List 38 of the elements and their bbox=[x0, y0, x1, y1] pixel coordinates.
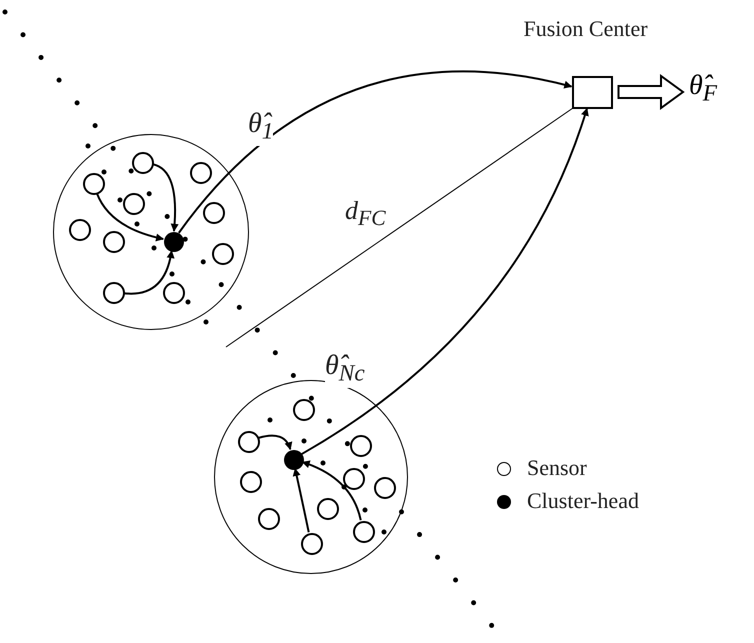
arrow bbox=[302, 460, 362, 520]
sensor-circle bbox=[353, 521, 375, 543]
sensor-circle bbox=[238, 431, 260, 453]
arrow bbox=[292, 468, 310, 532]
arrow bbox=[301, 108, 588, 455]
cluster-circle bbox=[214, 380, 408, 574]
cluster-head-dot bbox=[164, 232, 184, 252]
legend-text: Cluster-head bbox=[527, 488, 639, 514]
estimate-symbol: θ̂$_{F}$ bbox=[689, 69, 737, 103]
sensor-circle bbox=[103, 282, 125, 304]
sensor-circle bbox=[374, 477, 396, 499]
sensor-circle bbox=[190, 162, 212, 184]
sensor-circle bbox=[350, 435, 372, 457]
sensor-circle bbox=[132, 152, 154, 174]
sensor-circle bbox=[258, 508, 280, 530]
sensor-circle bbox=[212, 243, 234, 265]
node-heading: Fusion Center bbox=[524, 16, 648, 42]
cluster-head-dot bbox=[284, 450, 304, 470]
sensor-circle bbox=[293, 399, 315, 421]
legend-text: Sensor bbox=[527, 455, 587, 481]
sensor-circle bbox=[103, 231, 125, 253]
arrow bbox=[124, 250, 174, 295]
sensor-circle bbox=[301, 533, 323, 555]
sensor-circle bbox=[83, 173, 105, 195]
arrow bbox=[258, 434, 292, 450]
sensor-circle bbox=[240, 471, 262, 493]
cluster-circle bbox=[53, 134, 249, 330]
distance-label: d$_{FC}$ bbox=[345, 196, 386, 232]
sensor-circle bbox=[203, 202, 225, 224]
arrow bbox=[152, 163, 179, 232]
sensor-circle bbox=[317, 498, 339, 520]
sensor-circle bbox=[343, 468, 365, 490]
sensor-circle bbox=[123, 193, 145, 215]
sensor-circle bbox=[163, 282, 185, 304]
hollow-arrow bbox=[618, 74, 685, 110]
sensor-circle bbox=[69, 219, 91, 241]
arrow bbox=[96, 192, 164, 242]
arrow bbox=[178, 70, 572, 234]
